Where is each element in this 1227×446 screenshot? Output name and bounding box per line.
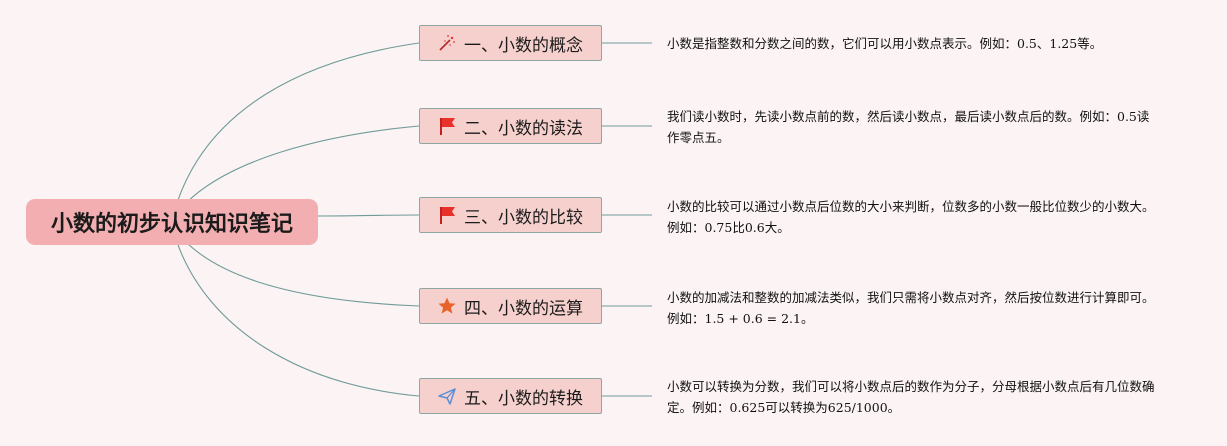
root-topic[interactable]: 小数的初步认识知识笔记	[26, 199, 318, 245]
topic-concept[interactable]: 一、小数的概念	[419, 25, 602, 61]
connector-topic-1	[177, 42, 420, 201]
connector-topic-4	[185, 241, 420, 307]
note-concept: 小数是指整数和分数之间的数，它们可以用小数点表示。例如：0.5、1.25等。	[667, 36, 1103, 51]
topic-comparison[interactable]: 三、小数的比较	[419, 197, 602, 233]
paper-plane-icon	[436, 385, 458, 407]
red-flag-icon	[436, 115, 458, 137]
connector-topic-3	[317, 214, 420, 217]
root-title: 小数的初步认识知识笔记	[50, 212, 293, 237]
note-conversion: 小数可以转换为分数，我们可以将小数点后的数作为分子，分母根据小数点后有几位数确定…	[667, 379, 1155, 415]
magic-wand-icon	[436, 32, 458, 54]
topic-label: 四、小数的运算	[464, 298, 583, 319]
note-comparison: 小数的比较可以通过小数点后位数的大小来判断，位数多的小数一般比位数少的小数大。例…	[667, 199, 1155, 235]
topic-label: 一、小数的概念	[464, 35, 583, 56]
star-icon	[436, 295, 458, 317]
topic-reading[interactable]: 二、小数的读法	[419, 108, 602, 144]
topic-label: 三、小数的比较	[464, 207, 583, 228]
note-reading: 我们读小数时，先读小数点前的数，然后读小数点，最后读小数点后的数。例如：0.5读…	[667, 109, 1150, 145]
topic-label: 五、小数的转换	[464, 388, 583, 409]
connector-topic-2	[185, 125, 420, 204]
note-operations: 小数的加减法和整数的加减法类似，我们只需将小数点对齐，然后按位数进行计算即可。例…	[667, 290, 1155, 326]
topic-conversion[interactable]: 五、小数的转换	[419, 378, 602, 414]
red-flag-icon	[436, 204, 458, 226]
connector-topic-5	[177, 244, 420, 397]
topic-label: 二、小数的读法	[464, 118, 583, 139]
topic-operations[interactable]: 四、小数的运算	[419, 288, 602, 324]
